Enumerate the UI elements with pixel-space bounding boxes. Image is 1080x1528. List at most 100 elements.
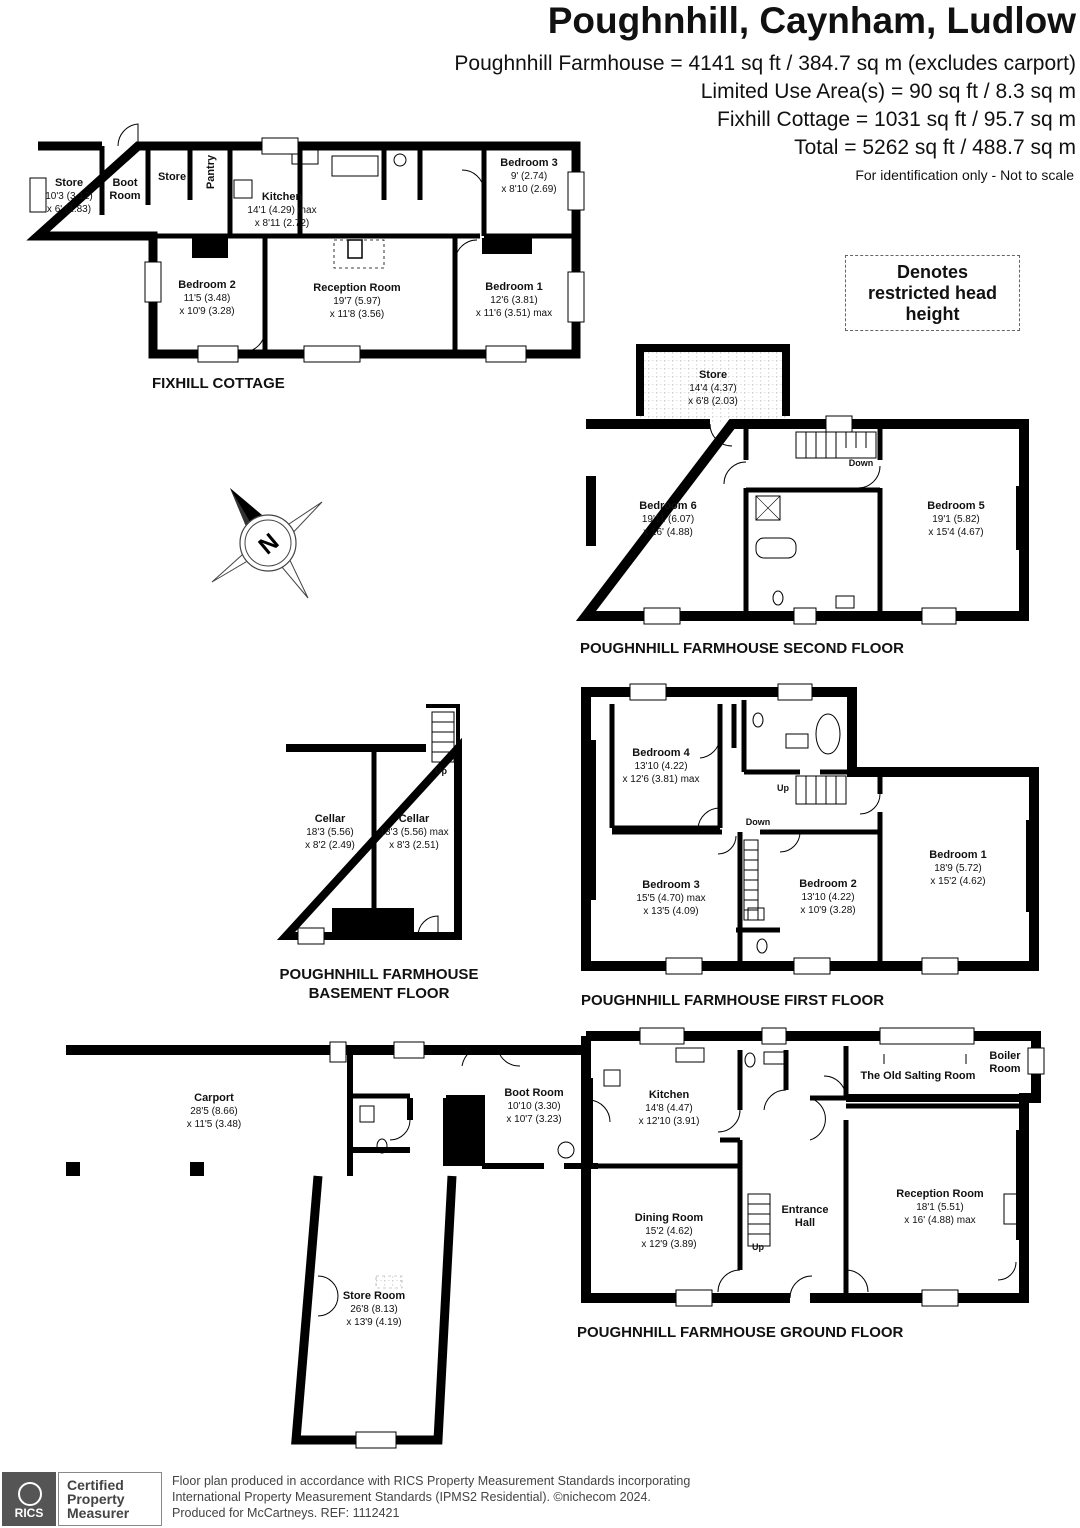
ground-dining-name: Dining Room xyxy=(635,1212,704,1224)
cottage-bed1-dim2: x 11'6 (3.51) max xyxy=(476,308,552,319)
ground-kitchen-name: Kitchen xyxy=(649,1089,690,1101)
second-bed5-dim1: 19'1 (5.82) xyxy=(932,514,980,525)
cottage-reception-dim1: 19'7 (5.97) xyxy=(333,296,381,307)
first-floor-plan xyxy=(581,683,1039,975)
ground-boot-dim1: 10'10 (3.30) xyxy=(507,1101,560,1112)
cottage-kitchen-dim2: x 8'11 (2.72) xyxy=(255,218,310,229)
certified-measurer-badge: Certified Property Measurer xyxy=(58,1472,162,1526)
cottage-bed3-dim2: x 8'10 (2.69) xyxy=(501,184,556,195)
cert-line-1: Certified xyxy=(67,1477,124,1493)
ground-entrance-name: Entrance xyxy=(781,1204,828,1216)
second-bed6-name: Bedroom 6 xyxy=(639,500,696,512)
basement-cellar2-name: Cellar xyxy=(399,813,430,825)
cottage-bed2-dim1: 11'5 (3.48) xyxy=(184,293,231,304)
cottage-pantry-name: Pantry xyxy=(205,154,217,189)
second-bed6-dim1: 19'11 (6.07) xyxy=(642,514,694,525)
ground-boiler-name: Boiler xyxy=(989,1050,1021,1062)
ground-carport-name: Carport xyxy=(194,1092,234,1104)
cottage-bed2-name: Bedroom 2 xyxy=(178,279,235,291)
first-stairs-down: Down xyxy=(746,817,771,827)
ground-salting-name: The Old Salting Room xyxy=(861,1070,976,1082)
first-bed3-name: Bedroom 3 xyxy=(642,879,699,891)
first-bed2-dim2: x 10'9 (3.28) xyxy=(800,905,855,916)
second-store-dim2: x 6'8 (2.03) xyxy=(688,396,738,407)
cottage-store2-name: Store xyxy=(158,171,186,183)
cottage-bed3-name: Bedroom 3 xyxy=(500,157,557,169)
area-cottage: Fixhill Cottage = 1031 sq ft / 95.7 sq m xyxy=(717,108,1076,131)
second-store-dim1: 14'4 (4.37) xyxy=(689,383,737,394)
basement-title-2: BASEMENT FLOOR xyxy=(309,985,450,1002)
cottage-reception-dim2: x 11'8 (3.56) xyxy=(330,309,385,320)
ground-dining-dim2: x 12'9 (3.89) xyxy=(641,1239,696,1250)
second-floor-title: POUGHNHILL FARMHOUSE SECOND FLOOR xyxy=(580,640,904,657)
first-bed3-dim2: x 13'5 (4.09) xyxy=(643,906,698,917)
area-farmhouse: Poughnhill Farmhouse = 4141 sq ft / 384.… xyxy=(454,52,1076,75)
ground-store-name: Store Room xyxy=(343,1290,406,1302)
ground-floor-plan xyxy=(66,1027,1045,1449)
basement-cellar2-dim2: x 8'3 (2.51) xyxy=(389,840,439,851)
footer: RICS Certified Property Measurer Floor p… xyxy=(0,1468,1080,1528)
second-stairs-down: Down xyxy=(849,458,874,468)
first-bed3-dim1: 15'5 (4.70) max xyxy=(636,893,705,904)
ground-reception-dim1: 18'1 (5.51) xyxy=(916,1202,964,1213)
ground-carport-dim1: 28'5 (8.66) xyxy=(190,1106,238,1117)
area-total: Total = 5262 sq ft / 488.7 sq m xyxy=(794,136,1076,159)
cottage-store1-dim2: x 6' (1.83) xyxy=(47,204,91,215)
ground-boot-dim2: x 10'7 (3.23) xyxy=(506,1114,561,1125)
ground-reception-name: Reception Room xyxy=(896,1188,984,1200)
ground-reception-dim2: x 16' (4.88) max xyxy=(904,1215,975,1226)
basement-stairs-up: Up xyxy=(435,766,447,776)
cert-line-3: Measurer xyxy=(67,1505,130,1521)
first-bed2-dim1: 13'10 (4.22) xyxy=(801,892,854,903)
rics-logo: RICS xyxy=(2,1472,56,1526)
footer-line-1: Floor plan produced in accordance with R… xyxy=(172,1474,691,1488)
cottage-bed2-dim2: x 10'9 (3.28) xyxy=(179,306,234,317)
basement-cellar1-dim2: x 8'2 (2.49) xyxy=(305,840,355,851)
basement-plan xyxy=(276,704,462,945)
second-floor-plan xyxy=(575,344,1029,625)
ground-store-dim2: x 13'9 (4.19) xyxy=(346,1317,401,1328)
ground-entrance-name2: Hall xyxy=(795,1217,815,1229)
second-bed5-dim2: x 15'4 (4.67) xyxy=(928,527,983,538)
first-bed4-dim1: 13'10 (4.22) xyxy=(634,761,687,772)
second-bed5-name: Bedroom 5 xyxy=(927,500,984,512)
first-floor-title: POUGHNHILL FARMHOUSE FIRST FLOOR xyxy=(581,992,884,1009)
cottage-boot-name: Boot xyxy=(112,177,137,189)
basement-cellar2-dim1: 18'3 (5.56) max xyxy=(379,827,448,838)
cottage-bed3-dim1: 9' (2.74) xyxy=(511,171,547,182)
cottage-kitchen-name: Kitchen xyxy=(262,191,303,203)
ground-kitchen-dim1: 14'8 (4.47) xyxy=(645,1103,693,1114)
ground-boot-name: Boot Room xyxy=(504,1087,563,1099)
first-stairs-up: Up xyxy=(777,783,789,793)
first-bed1-name: Bedroom 1 xyxy=(929,849,986,861)
second-store-name: Store xyxy=(699,369,727,381)
cottage-title: FIXHILL COTTAGE xyxy=(152,375,285,392)
first-bed4-dim2: x 12'6 (3.81) max xyxy=(623,774,700,785)
page-title: Poughnhill, Caynham, Ludlow xyxy=(547,0,1076,41)
ground-store-dim1: 26'8 (8.13) xyxy=(350,1304,398,1315)
cottage-bed1-dim1: 12'6 (3.81) xyxy=(490,295,538,306)
ground-floor-title: POUGHNHILL FARMHOUSE GROUND FLOOR xyxy=(577,1324,904,1341)
rics-logo-text: RICS xyxy=(14,1506,44,1520)
second-bed6-dim2: x 16' (4.88) xyxy=(643,527,693,538)
basement-cellar1-name: Cellar xyxy=(315,813,346,825)
basement-title: POUGHNHILL FARMHOUSE xyxy=(280,966,479,983)
ground-dining-dim1: 15'2 (4.62) xyxy=(645,1226,693,1237)
ground-carport-dim2: x 11'5 (3.48) xyxy=(187,1119,242,1130)
ground-kitchen-dim2: x 12'10 (3.91) xyxy=(639,1116,700,1127)
ground-stairs-up: Up xyxy=(752,1242,764,1252)
area-limited-use: Limited Use Area(s) = 90 sq ft / 8.3 sq … xyxy=(700,80,1076,103)
cottage-kitchen-dim1: 14'1 (4.29) max xyxy=(247,205,316,216)
cottage-bed1-name: Bedroom 1 xyxy=(485,281,542,293)
legend-text: Denotes restricted head height xyxy=(867,261,998,324)
scale-note: For identification only - Not to scale xyxy=(855,167,1074,183)
ground-boiler-name2: Room xyxy=(989,1063,1020,1075)
rics-seal-icon xyxy=(18,1482,42,1506)
cottage-plan xyxy=(26,123,585,363)
footer-line-3: Produced for McCartneys. REF: 1112421 xyxy=(172,1506,400,1520)
cert-line-2: Property xyxy=(67,1491,125,1507)
cottage-reception-name: Reception Room xyxy=(313,282,401,294)
cottage-store1-name: Store xyxy=(55,177,83,189)
floor-plan-drawing: Store 10'3 (3.12) x 6' (1.83) Boot Room … xyxy=(26,123,1045,1449)
restricted-height-legend: Denotes restricted head height xyxy=(845,255,1020,331)
